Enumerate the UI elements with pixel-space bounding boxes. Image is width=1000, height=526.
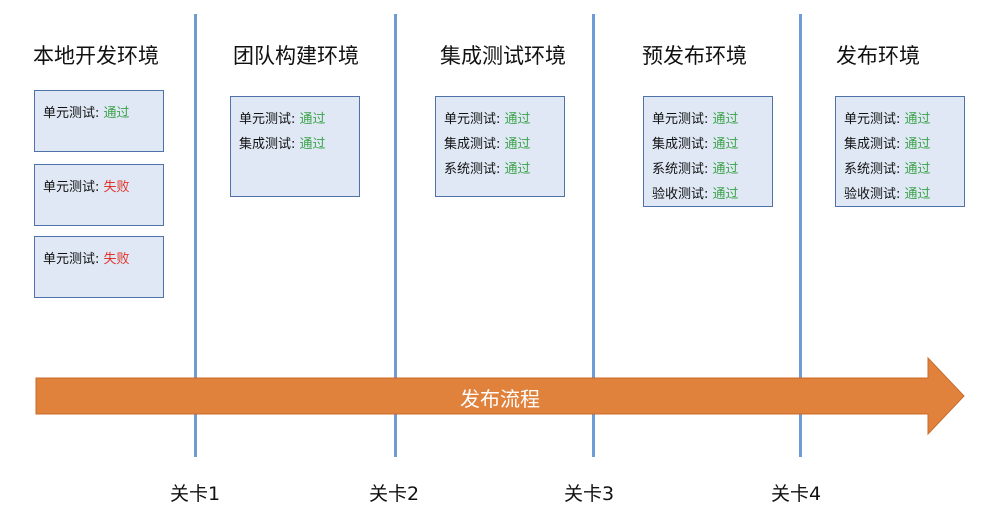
test-label: 集成测试: <box>239 137 296 152</box>
test-status: 通过 <box>712 162 739 177</box>
test-line: 单元测试: 通过 <box>239 107 359 132</box>
arrow-shape <box>35 356 965 436</box>
test-status: 通过 <box>299 137 326 152</box>
test-status: 通过 <box>712 137 739 152</box>
test-label: 集成测试: <box>844 137 901 152</box>
test-status: 通过 <box>299 112 326 127</box>
test-line: 集成测试: 通过 <box>844 132 964 157</box>
env-title-local-dev: 本地开发环境 <box>33 44 159 68</box>
test-line: 验收测试: 通过 <box>652 182 772 207</box>
test-box-team-build: 单元测试: 通过 集成测试: 通过 <box>230 96 360 197</box>
test-box-local-3: 单元测试: 失败 <box>34 236 164 298</box>
test-status: 失败 <box>103 180 130 195</box>
env-title-pre-release: 预发布环境 <box>642 44 747 68</box>
test-status: 通过 <box>504 112 531 127</box>
stage-divider-1 <box>194 14 197 457</box>
test-label: 单元测试: <box>444 112 501 127</box>
test-status: 通过 <box>904 162 931 177</box>
gate-label-3: 关卡3 <box>564 483 615 505</box>
test-line: 系统测试: 通过 <box>652 157 772 182</box>
stage-divider-2 <box>394 14 397 457</box>
gate-label-2: 关卡2 <box>369 483 420 505</box>
test-line: 单元测试: 通过 <box>43 101 163 126</box>
stage-divider-4 <box>799 14 802 457</box>
test-line: 集成测试: 通过 <box>652 132 772 157</box>
test-status: 通过 <box>504 162 531 177</box>
test-status: 通过 <box>904 137 931 152</box>
test-label: 系统测试: <box>444 162 501 177</box>
stage-divider-3 <box>592 14 595 457</box>
test-label: 集成测试: <box>444 137 501 152</box>
test-line: 系统测试: 通过 <box>844 157 964 182</box>
test-line: 单元测试: 失败 <box>43 175 163 200</box>
test-box-local-1: 单元测试: 通过 <box>34 90 164 152</box>
test-line: 集成测试: 通过 <box>444 132 564 157</box>
test-label: 集成测试: <box>652 137 709 152</box>
test-status: 通过 <box>904 112 931 127</box>
test-status: 失败 <box>103 252 130 267</box>
test-label: 单元测试: <box>239 112 296 127</box>
gate-label-1: 关卡1 <box>170 483 221 505</box>
test-label: 单元测试: <box>844 112 901 127</box>
test-line: 单元测试: 通过 <box>444 107 564 132</box>
env-title-integration-test: 集成测试环境 <box>440 44 566 68</box>
test-status: 通过 <box>712 187 739 202</box>
test-status: 通过 <box>904 187 931 202</box>
test-label: 单元测试: <box>43 180 100 195</box>
test-label: 验收测试: <box>652 187 709 202</box>
test-status: 通过 <box>103 106 130 121</box>
test-box-local-2: 单元测试: 失败 <box>34 164 164 226</box>
test-box-integration: 单元测试: 通过 集成测试: 通过 系统测试: 通过 <box>435 96 565 197</box>
test-status: 通过 <box>712 112 739 127</box>
env-title-team-build: 团队构建环境 <box>233 44 359 68</box>
env-title-release: 发布环境 <box>836 44 920 68</box>
test-status: 通过 <box>504 137 531 152</box>
test-box-release: 单元测试: 通过 集成测试: 通过 系统测试: 通过 验收测试: 通过 <box>835 96 965 207</box>
test-label: 验收测试: <box>844 187 901 202</box>
test-label: 系统测试: <box>652 162 709 177</box>
test-label: 系统测试: <box>844 162 901 177</box>
test-line: 单元测试: 通过 <box>652 107 772 132</box>
test-line: 单元测试: 通过 <box>844 107 964 132</box>
test-line: 集成测试: 通过 <box>239 132 359 157</box>
test-label: 单元测试: <box>652 112 709 127</box>
test-label: 单元测试: <box>43 252 100 267</box>
test-label: 单元测试: <box>43 106 100 121</box>
test-line: 单元测试: 失败 <box>43 247 163 272</box>
test-line: 验收测试: 通过 <box>844 182 964 207</box>
gate-label-4: 关卡4 <box>771 483 822 505</box>
test-box-pre-release: 单元测试: 通过 集成测试: 通过 系统测试: 通过 验收测试: 通过 <box>643 96 773 207</box>
arrow-label: 发布流程 <box>460 387 540 411</box>
test-line: 系统测试: 通过 <box>444 157 564 182</box>
